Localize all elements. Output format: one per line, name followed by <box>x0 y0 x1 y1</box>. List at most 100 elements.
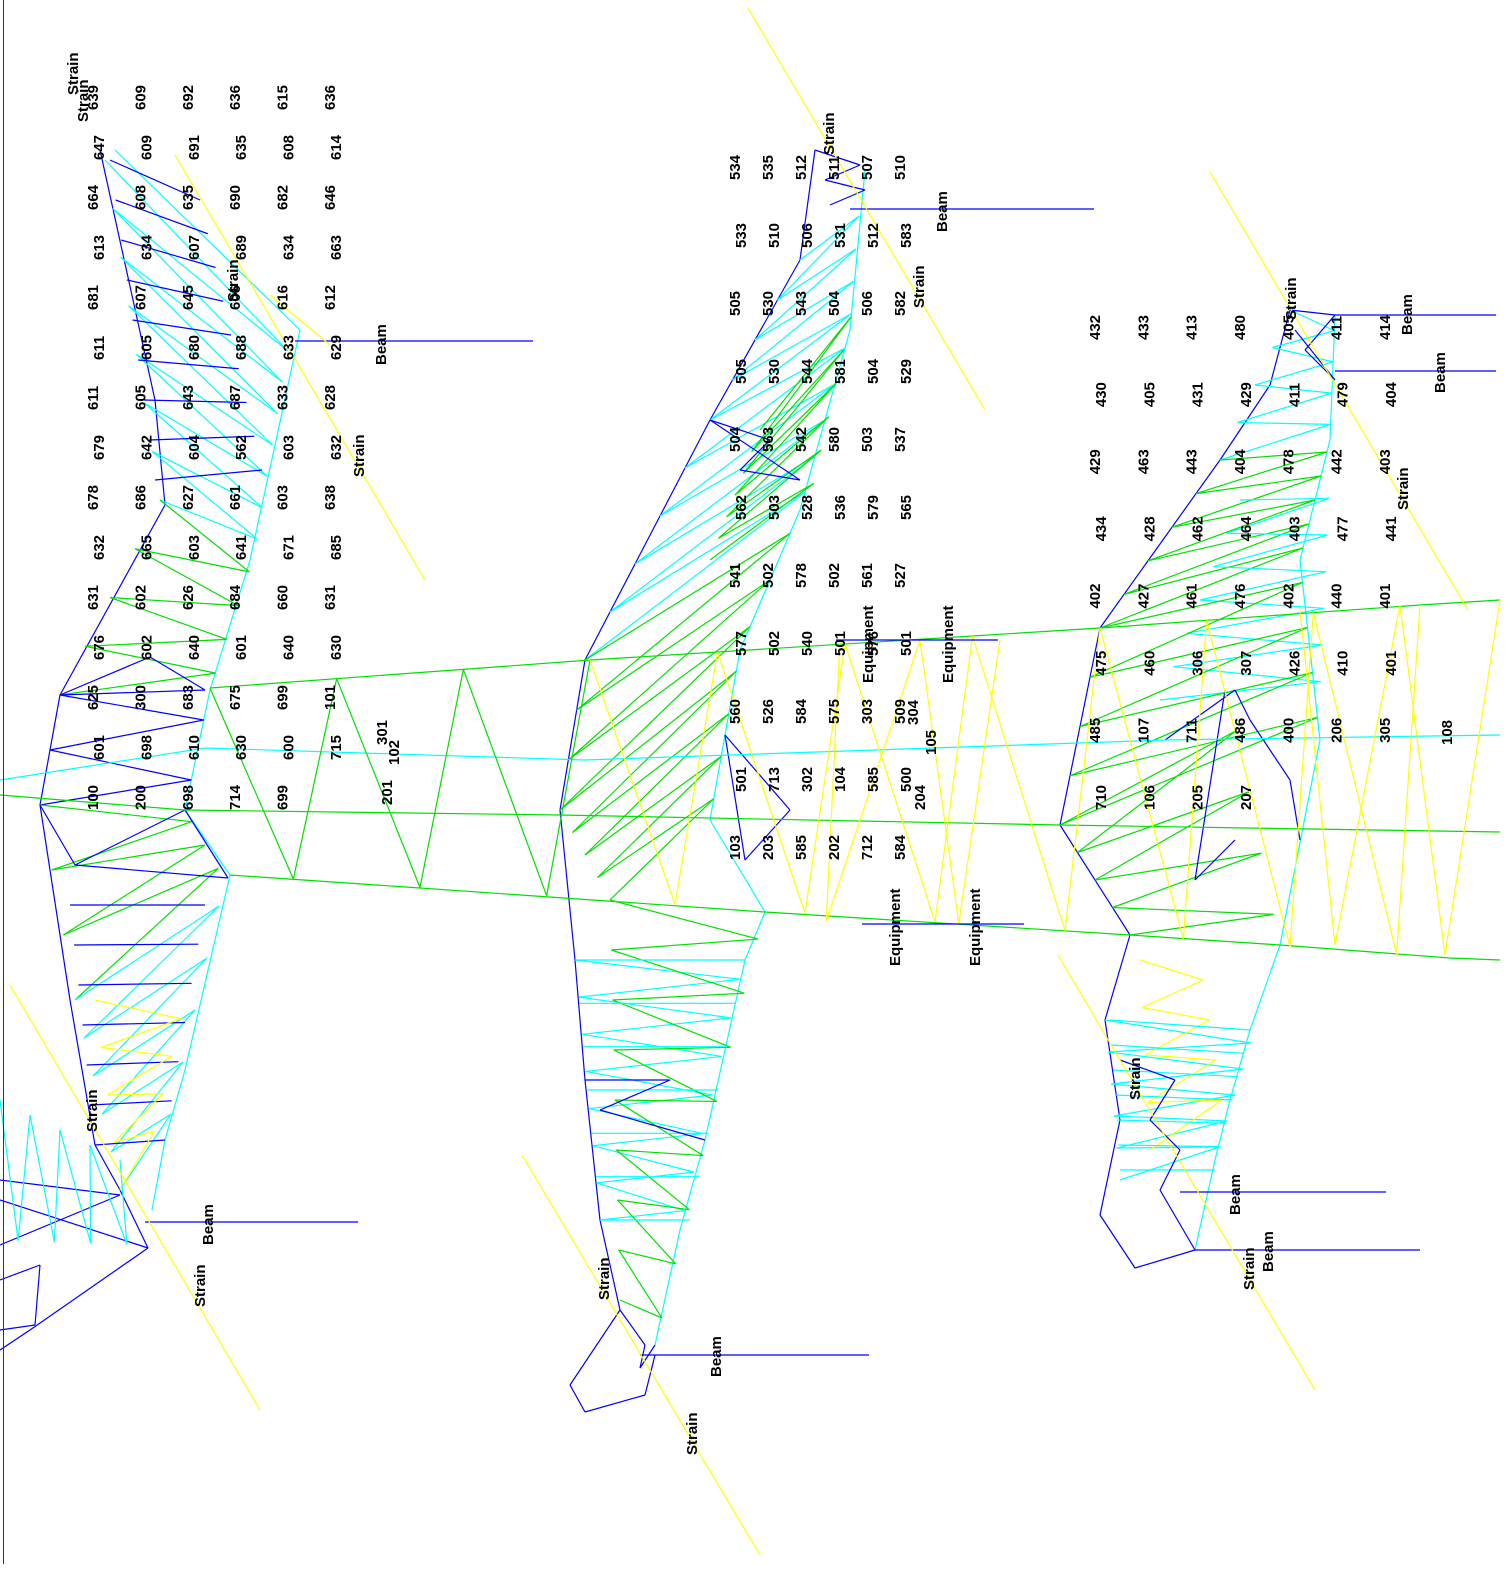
member-line-16 <box>104 159 288 352</box>
left-member-label-40: 633 <box>275 385 292 410</box>
left-member-label-60: 631 <box>85 585 102 610</box>
member-line-256 <box>1147 523 1310 562</box>
middle-member-label-64: 712 <box>859 835 876 860</box>
strain-label-11: Strain <box>1395 467 1412 510</box>
middle-member-label-10: 512 <box>865 223 882 248</box>
member-line-287 <box>1129 913 1274 936</box>
left-member-label-78: 601 <box>91 735 108 760</box>
member-line-306 <box>1109 1019 1251 1031</box>
member-line-121 <box>709 819 766 913</box>
member-line-329 <box>204 747 586 761</box>
member-line-44 <box>84 638 227 647</box>
member-line-263 <box>1213 534 1328 568</box>
right-member-label-49: 710 <box>1093 785 1110 810</box>
left-member-label-58: 671 <box>281 535 298 560</box>
member-line-43 <box>109 596 228 640</box>
member-line-346 <box>209 687 294 880</box>
member-line-98 <box>59 1129 92 1244</box>
middle-member-label-37: 502 <box>760 563 777 588</box>
member-line-364 <box>1312 612 1398 955</box>
member-line-278 <box>1069 716 1318 777</box>
member-line-185 <box>611 938 759 951</box>
member-line-294 <box>1113 1115 1228 1122</box>
middle-member-label-55: 713 <box>766 767 783 792</box>
member-line-135 <box>684 347 846 469</box>
member-line-357 <box>934 635 974 922</box>
right-member-label-0: 432 <box>1087 315 1104 340</box>
left-member-label-37: 605 <box>132 385 149 410</box>
left-member-label-27: 606 <box>227 285 244 310</box>
member-line-348 <box>336 678 421 888</box>
member-line-90 <box>29 1247 149 1331</box>
member-line-35 <box>138 359 239 370</box>
member-line-216 <box>829 189 866 206</box>
middle-member-label-30: 562 <box>733 495 750 520</box>
left-member-label-66: 676 <box>91 635 108 660</box>
member-line-148 <box>742 382 837 474</box>
member-line-264 <box>1213 566 1326 573</box>
middle-member-label-58: 585 <box>865 767 882 792</box>
member-line-196 <box>617 1199 677 1265</box>
member-line-353 <box>674 651 719 905</box>
member-line-88 <box>59 689 206 696</box>
right-member-label-24: 464 <box>1238 516 1255 542</box>
member-line-189 <box>613 1046 731 1051</box>
right-member-label-15: 463 <box>1135 449 1152 474</box>
member-line-331 <box>1164 734 1501 741</box>
member-line-303 <box>1147 1059 1216 1104</box>
left-member-label-47: 632 <box>328 435 345 460</box>
left-member-label-49: 686 <box>132 485 149 510</box>
member-line-173 <box>582 1017 732 1035</box>
right-member-label-3: 480 <box>1232 315 1249 340</box>
member-line-351 <box>546 659 591 896</box>
member-line-213 <box>814 149 861 166</box>
member-line-363 <box>1289 612 1314 947</box>
member-line-288 <box>1104 1019 1252 1044</box>
member-line-260 <box>1239 497 1330 501</box>
left-member-label-23: 663 <box>328 235 345 260</box>
member-line-40 <box>134 548 250 573</box>
middle-member-label-23: 529 <box>898 359 915 384</box>
member-line-269 <box>1173 644 1323 668</box>
member-line-372 <box>919 639 960 924</box>
left-member-label-52: 603 <box>275 485 292 510</box>
member-line-309 <box>1114 1094 1233 1101</box>
member-line-219 <box>739 469 801 481</box>
member-line-66 <box>119 1113 172 1191</box>
member-line-183 <box>599 1210 685 1221</box>
member-line-180 <box>592 1145 695 1173</box>
middle-member-label-17: 582 <box>892 291 909 316</box>
middle-member-label-29: 537 <box>892 427 909 452</box>
member-line-29 <box>159 499 258 540</box>
member-line-146 <box>751 349 845 453</box>
member-line-145 <box>751 316 852 453</box>
member-line-1 <box>154 399 166 506</box>
strain-line-0 <box>174 154 426 581</box>
middle-member-label-8: 506 <box>799 223 816 248</box>
left-member-label-77: 101 <box>322 685 339 710</box>
member-line-275 <box>1079 626 1308 728</box>
right-member-label-4: 405 <box>1280 315 1297 340</box>
member-line-360 <box>1099 627 1184 939</box>
left-member-label-70: 640 <box>281 635 298 660</box>
middle-member-label-13: 530 <box>760 291 777 316</box>
member-line-240 <box>1214 1099 1231 1161</box>
member-line-49 <box>49 749 192 781</box>
member-line-365 <box>1396 604 1421 955</box>
middle-member-label-59: 500 <box>898 767 915 792</box>
right-member-label-10: 429 <box>1238 382 1255 407</box>
middle-member-label-57: 104 <box>832 766 849 792</box>
member-line-186 <box>611 949 745 994</box>
left-member-label-21: 689 <box>233 235 250 260</box>
member-line-324 <box>1149 1079 1176 1121</box>
member-line-245 <box>1254 361 1334 386</box>
left-member-label-22: 634 <box>281 234 298 260</box>
member-line-128 <box>777 248 857 301</box>
member-line-330 <box>584 739 1166 761</box>
member-line-91 <box>0 1329 31 1351</box>
member-line-232 <box>1099 1214 1136 1269</box>
right-member-label-9: 431 <box>1190 382 1207 407</box>
right-member-label-41: 401 <box>1383 651 1400 676</box>
left-member-label-1: 609 <box>132 85 149 110</box>
